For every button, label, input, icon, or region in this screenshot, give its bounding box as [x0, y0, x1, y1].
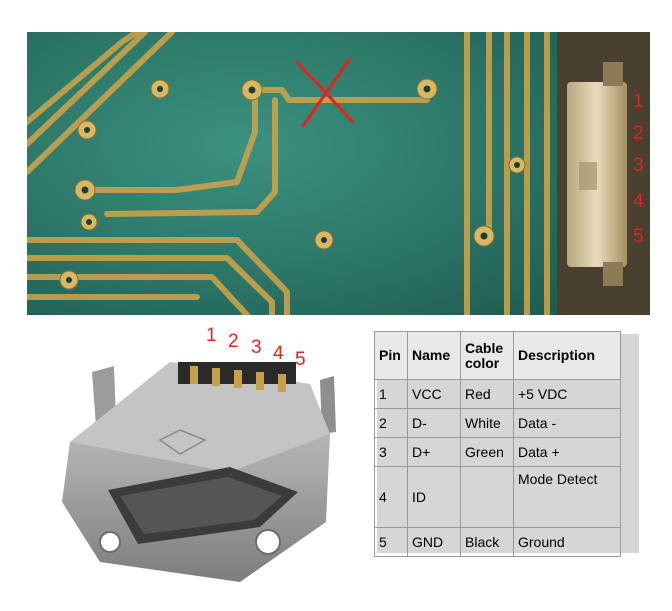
cell-description: Mode Detect	[513, 466, 621, 528]
cell-cable-color	[460, 466, 514, 528]
cell-pin: 1	[374, 379, 408, 409]
cell-name: D+	[407, 437, 461, 467]
pcb-pin-number-2: 2	[633, 123, 644, 144]
pcb-photo	[27, 32, 650, 315]
connector-pin-number-3: 3	[251, 337, 262, 358]
table-row: 2 D- White Data -	[374, 408, 621, 438]
cell-cable-color: Red	[460, 379, 514, 409]
pcb-pin-number-4: 4	[633, 191, 644, 212]
pcb-pin-number-1: 1	[633, 91, 644, 112]
table-header-row: Pin Name Cable color Description	[374, 331, 621, 380]
cell-description: Ground	[513, 527, 621, 557]
cell-description: +5 VDC	[513, 379, 621, 409]
cell-pin: 4	[374, 466, 408, 528]
connector-pin-number-1: 1	[206, 325, 217, 346]
header-pin: Pin	[374, 331, 408, 380]
cell-cable-color: Black	[460, 527, 514, 557]
header-description: Description	[513, 331, 621, 380]
cell-pin: 5	[374, 527, 408, 557]
cell-name: VCC	[407, 379, 461, 409]
cell-name: D-	[407, 408, 461, 438]
cell-pin: 2	[374, 408, 408, 438]
table-row: 3 D+ Green Data +	[374, 437, 621, 467]
header-cable-color: Cable color	[460, 331, 514, 380]
connector-pin-number-2: 2	[228, 331, 239, 352]
pcb-pin-number-5: 5	[633, 226, 644, 247]
cell-cable-color: Green	[460, 437, 514, 467]
connector-pin-number-5: 5	[295, 349, 306, 370]
table-row: 1 VCC Red +5 VDC	[374, 379, 621, 409]
table-row: 5 GND Black Ground	[374, 527, 621, 557]
table-row: 4 ID Mode Detect	[374, 466, 621, 528]
cell-name: ID	[407, 466, 461, 528]
micro-usb-connector-photo	[62, 362, 336, 582]
pcb-pin-number-3: 3	[633, 155, 644, 176]
cell-description: Data -	[513, 408, 621, 438]
header-name: Name	[407, 331, 461, 380]
cell-name: GND	[407, 527, 461, 557]
pin-table: Pin Name Cable color Description 1 VCC R…	[374, 331, 621, 557]
cell-cable-color: White	[460, 408, 514, 438]
connector-pin-number-4: 4	[273, 343, 284, 364]
cell-pin: 3	[374, 437, 408, 467]
cell-description: Data +	[513, 437, 621, 467]
